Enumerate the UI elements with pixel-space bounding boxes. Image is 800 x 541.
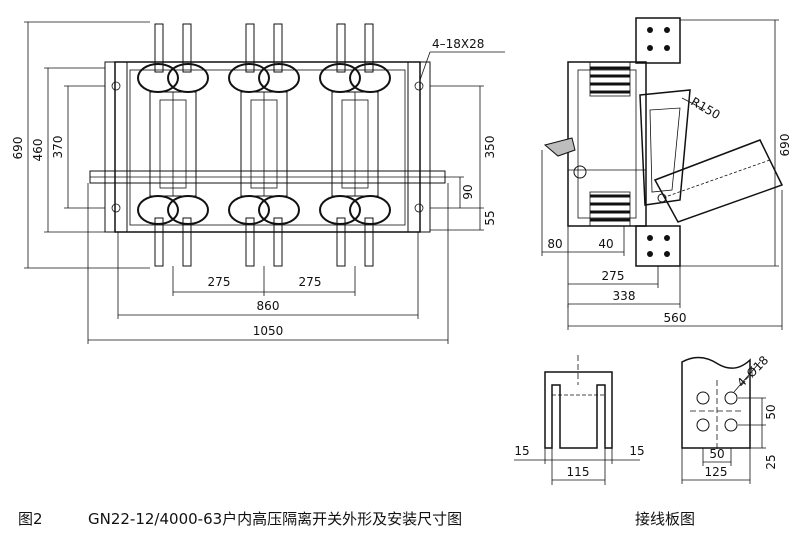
dim-40: 40 — [598, 237, 613, 251]
insulator-bottom — [589, 191, 631, 227]
base-frame — [114, 61, 421, 233]
dim-r150: R150 — [689, 94, 723, 122]
figure-number: 图2 — [18, 510, 43, 528]
dim-350: 350 — [483, 136, 497, 159]
main-front-view: 690 460 370 350 90 55 4–18X28 275 275 — [11, 21, 505, 344]
pole-2 — [228, 23, 300, 267]
dim-25: 25 — [764, 454, 778, 469]
dim-15-right: 15 — [629, 444, 644, 458]
dim-90: 90 — [461, 184, 475, 199]
dim-275-left: 275 — [208, 275, 231, 289]
dim-15-left: 15 — [514, 444, 529, 458]
dim-370: 370 — [51, 136, 65, 159]
right-bracket — [407, 61, 431, 233]
plate-title: 接线板图 — [635, 510, 695, 528]
dim-560: 560 — [664, 311, 687, 325]
dim-55: 55 — [483, 210, 497, 225]
holes-callout: 4–18X28 — [432, 37, 484, 51]
left-bracket — [104, 61, 128, 233]
pole-3 — [319, 23, 391, 267]
terminal-plate-detail: 4–Ø18 50 25 50 125 50 — [681, 353, 778, 484]
figure-title: GN22-12/4000-63户内高压隔离开关外形及安装尺寸图 — [88, 510, 462, 528]
inner-frame — [129, 69, 406, 226]
dim-690-main: 690 — [11, 137, 25, 160]
insulator-top — [589, 61, 631, 97]
dim-80: 80 — [547, 237, 562, 251]
dim-338: 338 — [613, 289, 636, 303]
terminal-front-detail: 15 15 115 — [514, 355, 645, 485]
dim-50-bottom: 50 — [709, 447, 724, 461]
dim-275-side: 275 — [602, 269, 625, 283]
dim-690-side: 690 — [778, 134, 792, 157]
dim-115: 115 — [567, 465, 590, 479]
dim-1050: 1050 — [253, 324, 284, 338]
dim-125: 125 — [705, 465, 728, 479]
dim-860: 860 — [257, 299, 280, 313]
side-view: R150 690 80 40 275 338 560 — [541, 17, 792, 330]
dim-50-right: 50 — [764, 404, 778, 419]
plate-holes-callout: 4–Ø18 — [734, 353, 771, 390]
dim-275-right: 275 — [299, 275, 322, 289]
pole-1 — [137, 23, 209, 267]
dim-460: 460 — [31, 139, 45, 162]
